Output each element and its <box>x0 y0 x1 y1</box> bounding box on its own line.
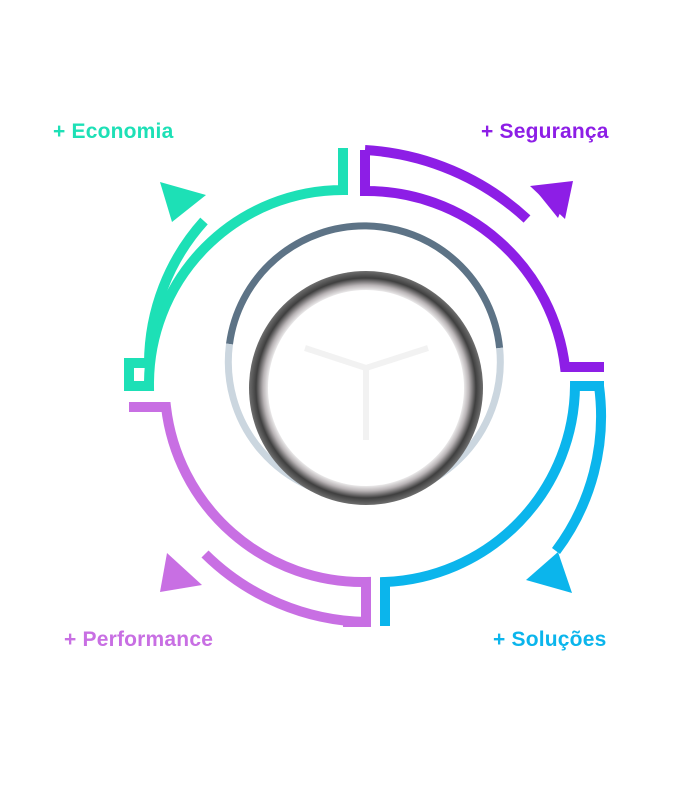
arc-seguranca-inner <box>364 145 531 223</box>
arrow-performance <box>129 402 371 627</box>
arc-performance <box>129 402 371 627</box>
arc-solucoes-inner <box>552 385 607 555</box>
label-seguranca: + Segurança <box>481 120 609 143</box>
label-performance: + Performance <box>64 628 214 651</box>
label-solucoes: + Soluções <box>493 628 607 651</box>
arrow-seguranca <box>360 145 604 372</box>
inner-ring-top-arc <box>226 222 504 349</box>
arrowhead-solucoes <box>526 552 572 593</box>
arrow-solucoes <box>380 381 607 626</box>
arc-seguranca <box>360 150 604 372</box>
arc-performance-inner <box>201 550 367 627</box>
arrow-economia <box>124 148 348 391</box>
arrowhead-economia <box>160 182 206 222</box>
center-hub <box>249 271 483 505</box>
arc-economia <box>124 148 348 391</box>
label-economia: + Economia <box>53 120 174 143</box>
arrowhead-performance <box>160 553 202 592</box>
arc-solucoes <box>380 381 604 626</box>
arc-economia-inner <box>144 217 208 364</box>
arrowhead-seguranca-tip <box>530 181 573 219</box>
cube-logo-icon <box>304 345 429 440</box>
